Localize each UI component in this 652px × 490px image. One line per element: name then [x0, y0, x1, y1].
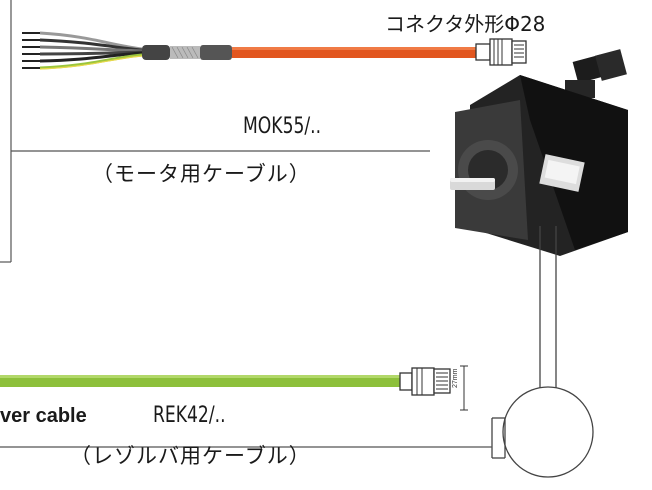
connector-outline-label: コネクタ外形Φ28	[385, 12, 546, 36]
resolver-cable-part-label: REK42/..	[153, 403, 226, 428]
motor-cable-jp-label: （モータ用ケーブル）	[92, 162, 311, 186]
motor-connector	[475, 38, 527, 66]
servo-motor	[450, 49, 628, 256]
cable-sleeve-2	[200, 45, 232, 60]
resolver-cable-jp-label: （レゾルバ用ケーブル）	[70, 444, 311, 468]
motor-cable-part-label: MOK55/..	[243, 114, 322, 139]
resolver-cable-en-label: ver cable	[0, 405, 87, 427]
cable-sleeve	[142, 45, 170, 60]
connector-dimension-mark	[460, 365, 468, 411]
resolver-unit	[502, 386, 594, 478]
resolver-connector	[399, 367, 451, 396]
motor-cable	[232, 47, 476, 58]
resolver-cable-highlight	[0, 375, 400, 378]
connector-dimension-label: 27mm	[452, 368, 459, 388]
motor-cable-wires	[22, 31, 143, 70]
motor-cable-highlight	[232, 47, 476, 50]
cable-braid-texture	[171, 46, 199, 59]
